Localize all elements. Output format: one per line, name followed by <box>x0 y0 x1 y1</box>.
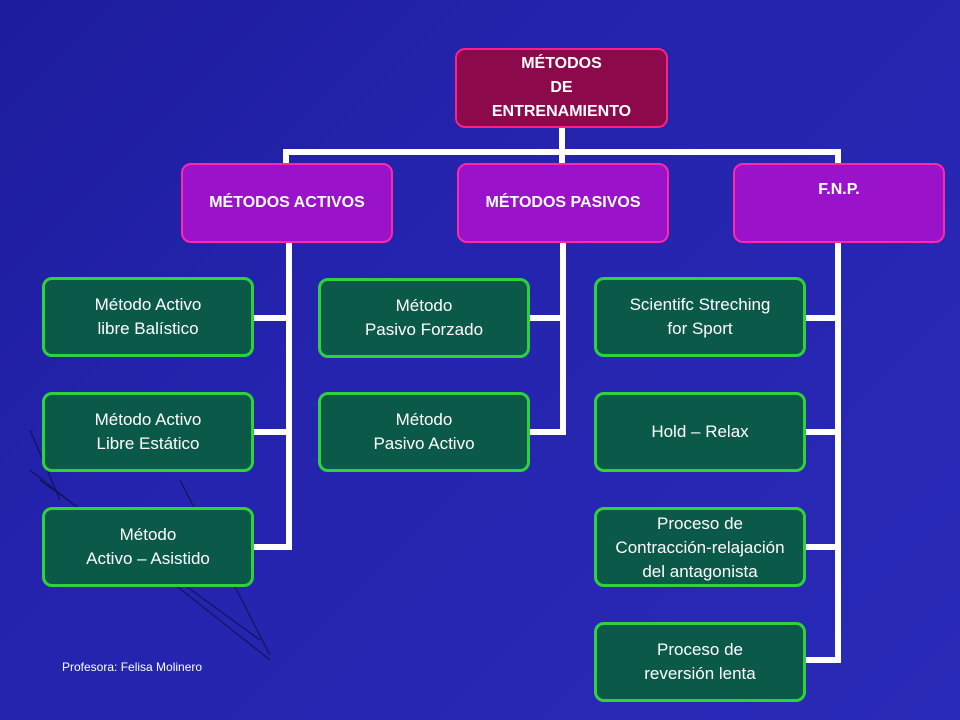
node-line: Libre Estático <box>96 434 200 453</box>
category-label: MÉTODOS PASIVOS <box>485 194 641 211</box>
node-line: libre Balístico <box>97 319 199 338</box>
node-line: Activo – Asistido <box>86 549 210 568</box>
node-line: for Sport <box>667 319 733 338</box>
node-line: Contracción-relajación <box>615 538 785 557</box>
node-line: Método Activo <box>94 295 202 314</box>
root-line-3: ENTRENAMIENTO <box>491 103 632 120</box>
node-line: Método <box>119 525 177 544</box>
node-contraccion-relajacion: Proceso de Contracción-relajación del an… <box>594 507 806 587</box>
category-metodos-activos: MÉTODOS ACTIVOS <box>181 163 393 243</box>
node-line: Pasivo Activo <box>373 434 475 453</box>
node-metodo-activo-libre-balistico: Método Activo libre Balístico <box>42 277 254 357</box>
node-scientific-streching: Scientifc Streching for Sport <box>594 277 806 357</box>
root-line-2: DE <box>550 79 573 96</box>
category-label: F.N.P. <box>818 181 860 198</box>
node-line: Pasivo Forzado <box>364 320 484 339</box>
root-node: MÉTODOS DE ENTRENAMIENTO <box>455 48 668 128</box>
node-line: reversión lenta <box>644 664 756 683</box>
node-line: Proceso de <box>657 514 743 533</box>
category-metodos-pasivos: MÉTODOS PASIVOS <box>457 163 669 243</box>
node-line: Hold – Relax <box>651 422 749 441</box>
node-metodo-activo-libre-estatico: Método Activo Libre Estático <box>42 392 254 472</box>
node-hold-relax: Hold – Relax <box>594 392 806 472</box>
node-line: del antagonista <box>642 562 758 581</box>
node-metodo-activo-asistido: Método Activo – Asistido <box>42 507 254 587</box>
node-metodo-pasivo-activo: Método Pasivo Activo <box>318 392 530 472</box>
node-line: Scientifc Streching <box>629 295 771 314</box>
node-metodo-pasivo-forzado: Método Pasivo Forzado <box>318 278 530 358</box>
node-line: Método <box>395 296 453 315</box>
node-reversion-lenta: Proceso de reversión lenta <box>594 622 806 702</box>
node-line: Proceso de <box>657 640 743 659</box>
tree-connectors <box>254 128 841 663</box>
node-line: Método Activo <box>94 410 202 429</box>
root-line-1: MÉTODOS <box>521 55 602 72</box>
footer-author: Profesora: Felisa Molinero <box>62 660 203 674</box>
node-line: Método <box>395 410 453 429</box>
category-fnp: F.N.P. <box>733 163 945 243</box>
category-label: MÉTODOS ACTIVOS <box>209 194 365 211</box>
